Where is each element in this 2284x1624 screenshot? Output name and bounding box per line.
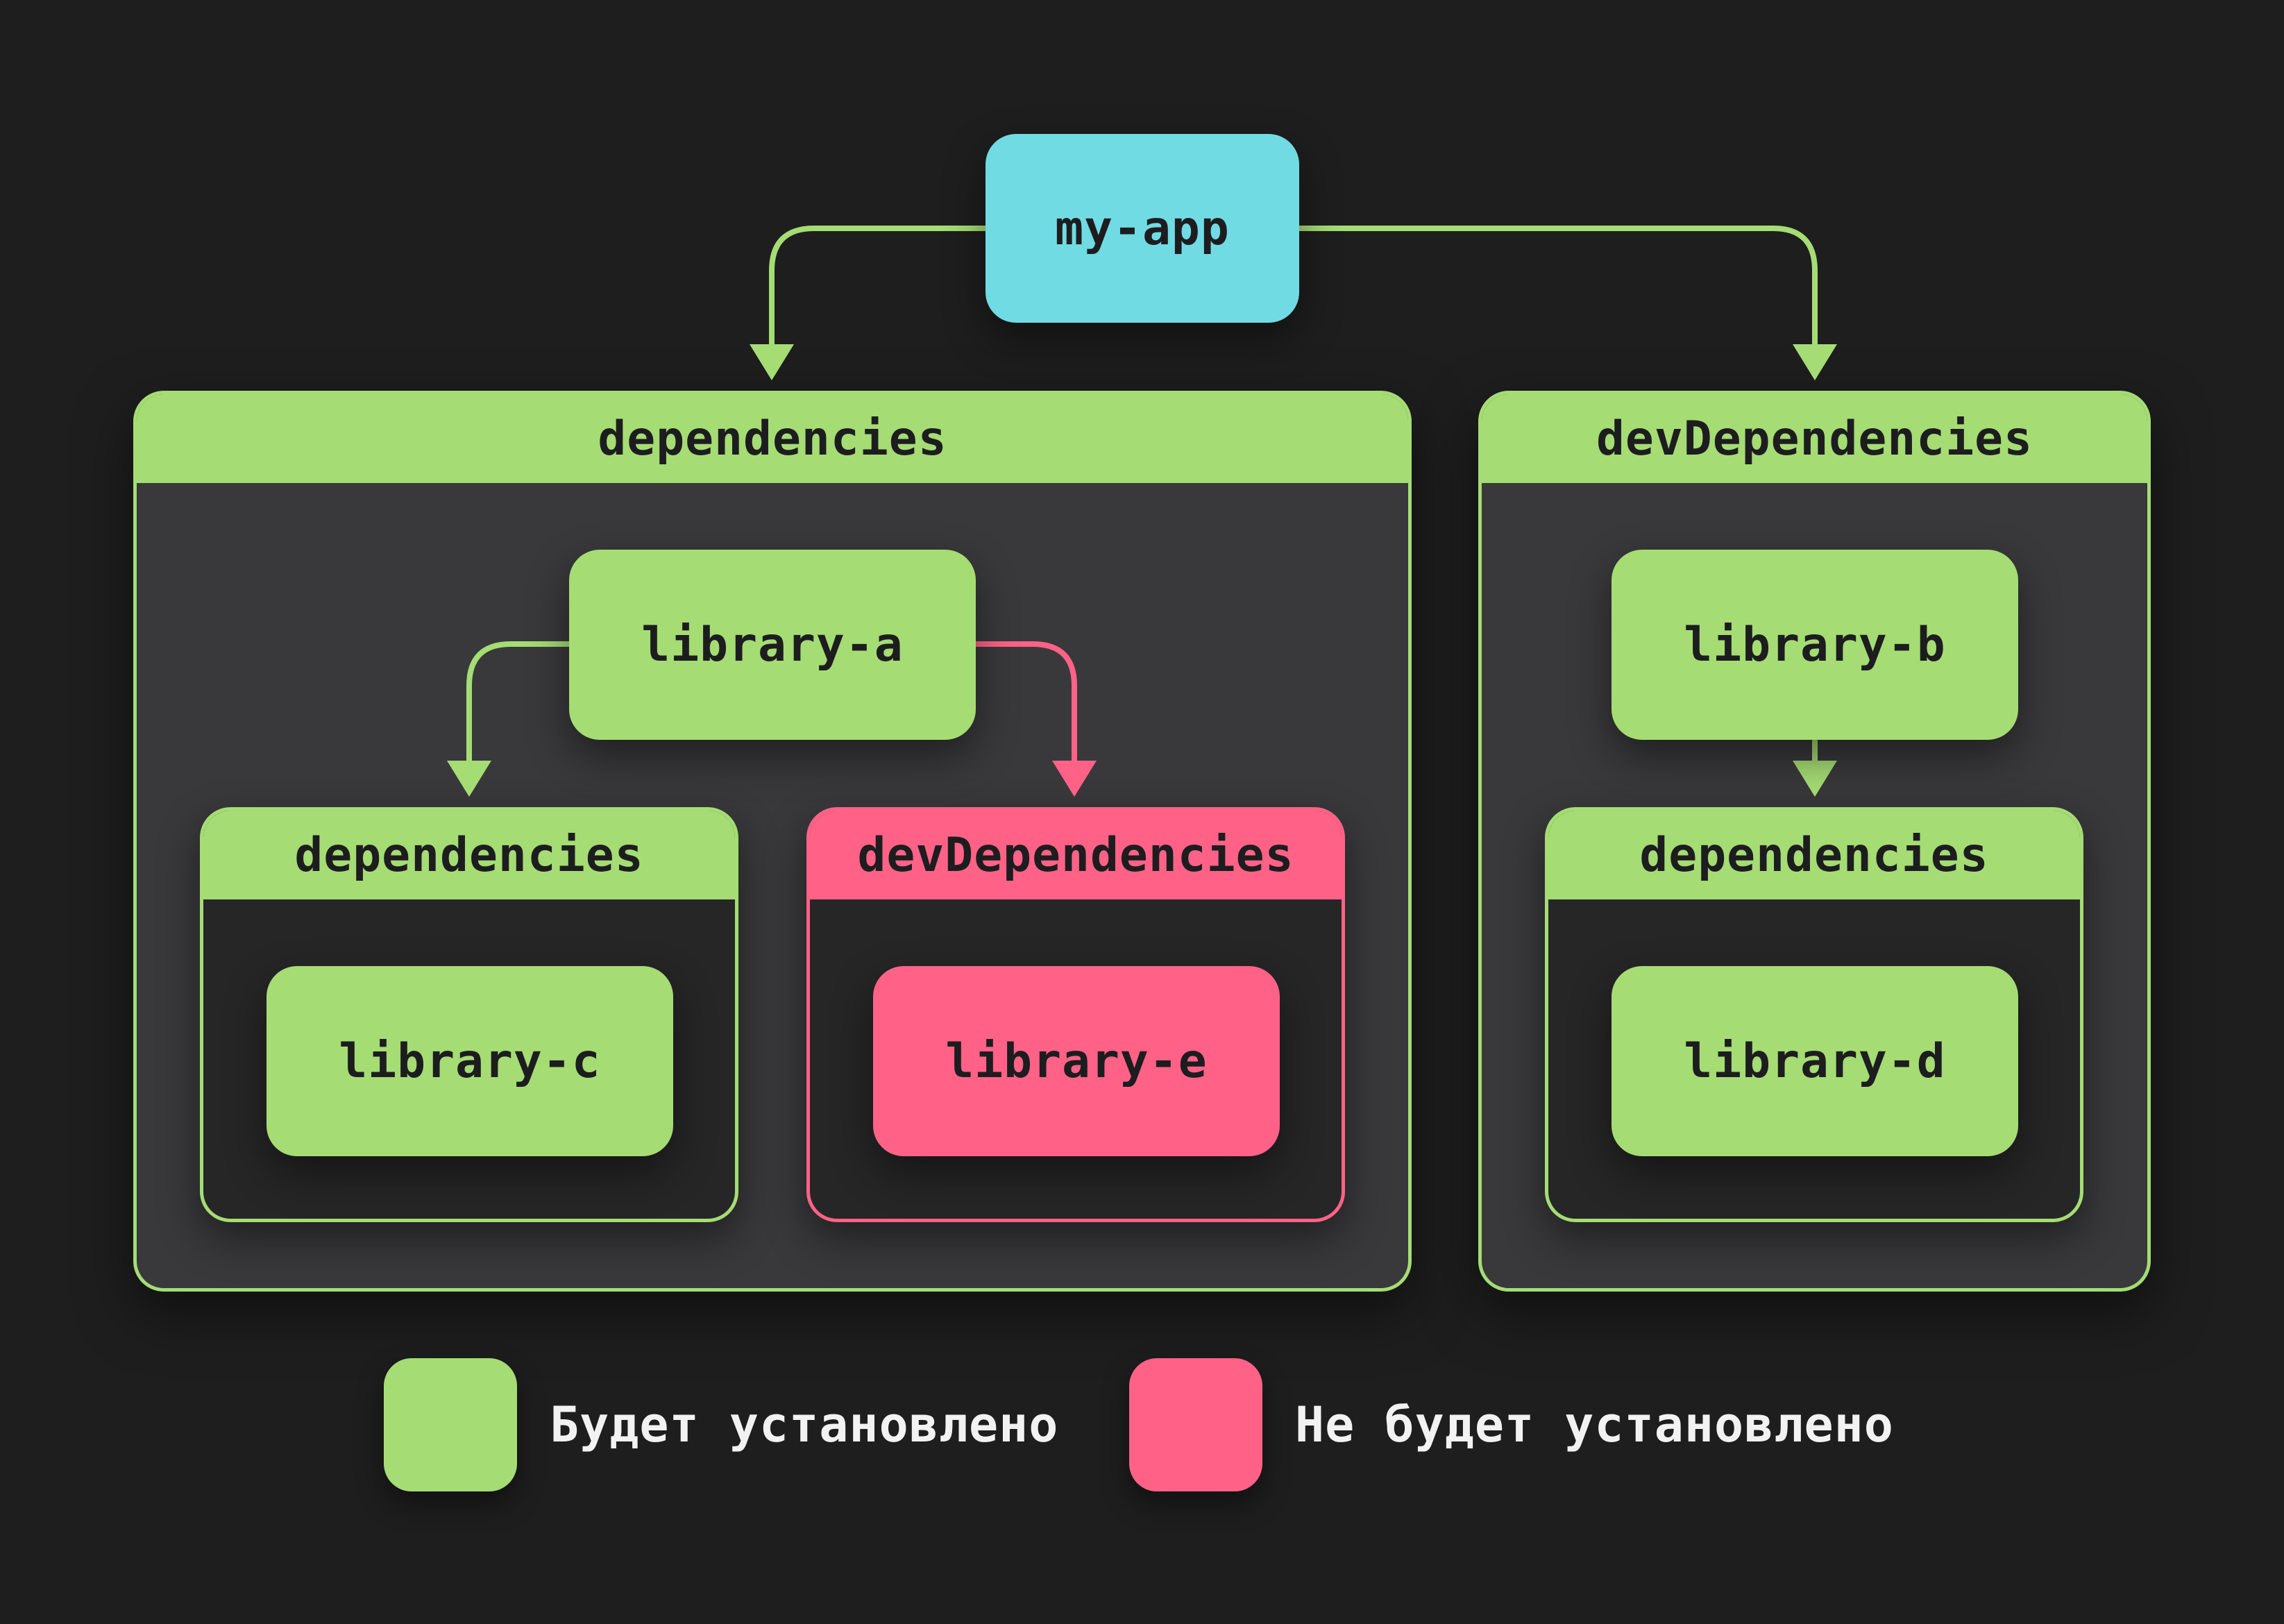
my-app-node: my-app bbox=[985, 134, 1299, 323]
arrowhead-library-b-dependencies bbox=[1793, 761, 1837, 797]
arrow-my-app-to-dependencies bbox=[769, 226, 988, 350]
dependencies-group-header: dependencies bbox=[137, 394, 1408, 483]
legend-not-installed-swatch bbox=[1129, 1358, 1262, 1491]
library-b-node: library-b bbox=[1612, 550, 2018, 740]
legend-installed-label: Будет установлено bbox=[550, 1396, 1059, 1453]
arrow-library-a-to-dev-dependencies bbox=[972, 641, 1077, 766]
library-e-node: library-e bbox=[873, 966, 1280, 1156]
arrow-my-app-to-dev-dependencies bbox=[1295, 226, 1818, 350]
arrowhead-dev-dependencies bbox=[1793, 344, 1837, 380]
arrowhead-library-a-dependencies bbox=[447, 761, 491, 797]
library-d-node: library-d bbox=[1612, 966, 2018, 1156]
arrow-library-a-to-dependencies bbox=[466, 641, 572, 766]
library-a-dev-dependencies-header: devDependencies bbox=[810, 811, 1342, 899]
legend-installed-swatch bbox=[384, 1358, 517, 1491]
library-b-dependencies-header: dependencies bbox=[1548, 811, 2080, 899]
legend-not-installed-label: Не будет установлено bbox=[1295, 1396, 1894, 1453]
dev-dependencies-group-header: devDependencies bbox=[1482, 394, 2147, 483]
library-a-node: library-a bbox=[569, 550, 976, 740]
arrowhead-library-a-dev-dependencies bbox=[1052, 761, 1097, 797]
arrowhead-dependencies bbox=[750, 344, 794, 380]
library-a-dependencies-header: dependencies bbox=[203, 811, 735, 899]
library-c-node: library-c bbox=[267, 966, 673, 1156]
